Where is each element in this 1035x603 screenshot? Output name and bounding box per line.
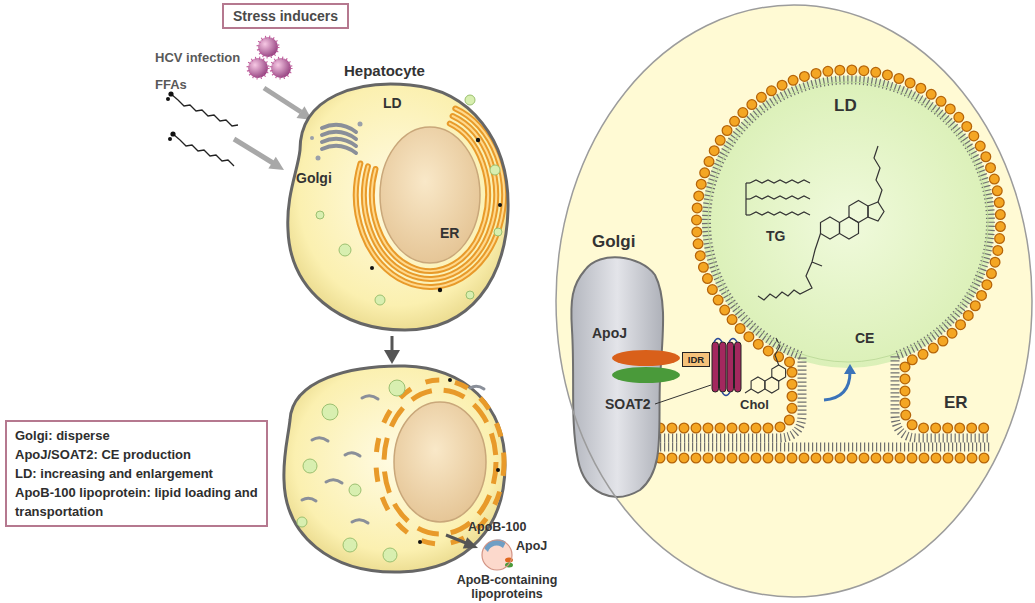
virus-icon xyxy=(248,37,291,78)
node-outline-shape xyxy=(708,82,988,362)
organelle-label: ER xyxy=(944,393,968,413)
node-outline xyxy=(284,82,510,334)
organelle-label: LD xyxy=(834,96,857,116)
lipoprotein-drawing xyxy=(482,539,513,570)
molecule-label: CE xyxy=(855,330,874,346)
zoom-circle: GolgiApoJ SOAT2 Chol ER LD TG CE IDR xyxy=(556,5,1032,597)
node-outline-shape xyxy=(556,5,1032,597)
lipid-droplet: LD TG CE xyxy=(696,70,1000,374)
summary-box-text: LD: increasing and enlargement xyxy=(15,464,258,483)
node-outline xyxy=(696,70,1000,374)
organelle-label: LD xyxy=(383,95,402,111)
hepatocyte-drawing xyxy=(288,84,508,330)
fatty-acid-head xyxy=(166,91,176,141)
lipoprotein-particle: ApoB-100ApoJApoB-containing lipoproteins xyxy=(482,540,512,570)
summary-box-text: ApoJ/SOAT2: CE production xyxy=(15,445,258,464)
stress-box-text: Stress inducers xyxy=(233,8,338,24)
enzyme-label: SOAT2 xyxy=(605,396,651,412)
organelle-label: ER xyxy=(440,225,459,241)
secretion-arrow xyxy=(446,535,466,543)
node-outline-shape xyxy=(482,540,512,570)
protein-label: ApoJ xyxy=(516,539,547,553)
transition-arrow xyxy=(391,336,394,352)
zoom-drawing xyxy=(556,5,1032,597)
protein-label: ApoB-100 xyxy=(468,520,526,534)
node-outline-shape xyxy=(288,84,508,330)
molecule-label: Chol xyxy=(740,398,769,413)
summary-box-text: Golgi: disperse xyxy=(15,426,258,445)
node-outline xyxy=(482,540,512,570)
organelle-label: Golgi xyxy=(592,232,635,252)
stress-box: Stress inducers xyxy=(222,3,349,29)
idr-box-text: IDR xyxy=(688,353,704,366)
organelle-label: Golgi xyxy=(296,170,332,186)
idr-box: IDR xyxy=(682,352,710,367)
fatty-acid-icon xyxy=(171,94,238,166)
stress-label: HCV infection xyxy=(155,50,240,65)
node-outline xyxy=(556,5,1032,597)
molecule-label: TG xyxy=(766,228,785,244)
transition-arrow-head xyxy=(384,350,400,364)
stress-label: FFAs xyxy=(155,77,187,92)
hepatocyte-cell: HepatocyteLDGolgiER xyxy=(284,82,510,334)
summary-box: Golgi: disperseApoJ/SOAT2: CE production… xyxy=(5,420,268,527)
protein-label: ApoJ xyxy=(592,325,627,341)
particle-caption: ApoB-containing lipoproteins xyxy=(447,573,567,601)
summary-box-text: ApoB-100 lipoprotein: lipid loading and … xyxy=(15,483,258,521)
secretion-arrow-head xyxy=(463,537,478,548)
stressed-hepatocyte xyxy=(284,366,505,572)
cell-title: Hepatocyte xyxy=(344,62,425,79)
